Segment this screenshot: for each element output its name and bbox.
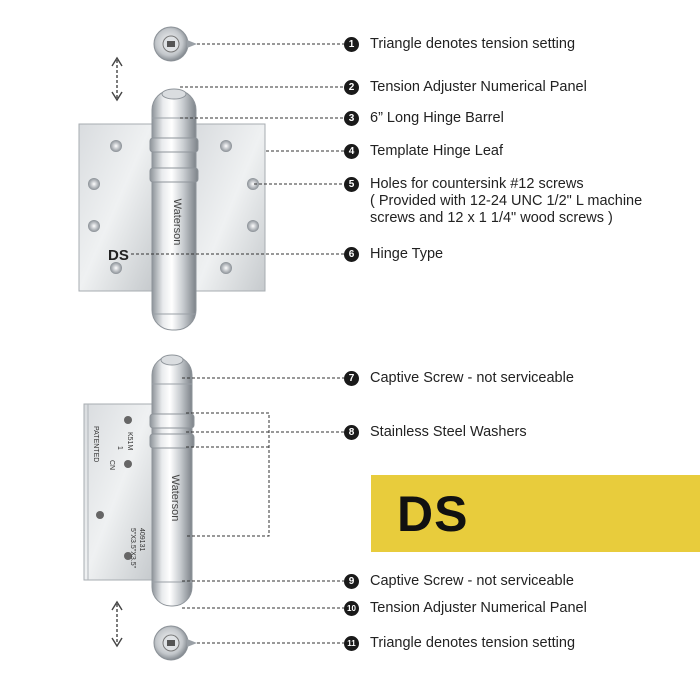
leaf-marking-2: 1 [116, 446, 123, 450]
callout-label: Hinge Type [370, 245, 444, 262]
callout-number: 10 [344, 600, 359, 616]
hinge-leaf-bottom: K51M 1 CN PATENTED 409131 5"X3.5"X3.5" [83, 403, 153, 581]
leaf-marking-5: 409131 [138, 528, 145, 551]
callout-7: 7 Captive Screw - not serviceable [344, 368, 574, 388]
callout-4: 4 Template Hinge Leaf [344, 141, 503, 161]
tension-knob-top-icon [153, 26, 197, 62]
callout-2: 2 Tension Adjuster Numerical Panel [344, 77, 587, 97]
leaf-marking-4: PATENTED [92, 426, 99, 462]
callout-label: Tension Adjuster Numerical Panel [370, 599, 587, 616]
callout-label: Captive Screw - not serviceable [370, 572, 574, 589]
callout-5-detail-line-1: ( Provided with 12-24 UNC 1/2" L machine [370, 193, 643, 209]
rotate-arrow-top-icon [111, 56, 123, 102]
callout-number: 1 [344, 36, 359, 52]
callout-label: Triangle denotes tension setting [370, 35, 576, 52]
callout-label: Template Hinge Leaf [370, 142, 503, 159]
callout-10: 10 Tension Adjuster Numerical Panel [344, 598, 587, 618]
hinge-barrel-bottom: Waterson [149, 354, 195, 607]
tension-knob-bottom-icon [153, 625, 197, 661]
callout-number: 5 [344, 176, 359, 192]
hinge-type-banner: DS [371, 475, 700, 552]
hinge-type-marker: DS [108, 247, 129, 264]
callout-label: Triangle denotes tension setting [370, 634, 576, 651]
callout-number: 7 [344, 370, 359, 386]
callout-number: 2 [344, 79, 359, 95]
callout-number: 9 [344, 573, 359, 589]
hinge-barrel-top: Waterson [149, 88, 199, 331]
callout-5-detail-line-2: screws and 12 x 1 1/4" wood screws ) [370, 210, 613, 226]
callout-label: 6” Long Hinge Barrel [370, 109, 504, 126]
leaf-marking-3: CN [108, 460, 115, 470]
banner-text: DS [397, 485, 469, 542]
brand-logo-bottom: Waterson [169, 475, 181, 522]
callout-number: 4 [344, 143, 359, 159]
callout-number: 8 [344, 424, 359, 440]
callout-label: Stainless Steel Washers [370, 423, 527, 440]
callout-number: 6 [344, 246, 359, 262]
callout-6: 6 Hinge Type [344, 244, 443, 264]
callout-label: Captive Screw - not serviceable [370, 369, 574, 386]
brand-logo-top: Waterson [171, 199, 183, 246]
callout-number: 11 [344, 635, 359, 651]
callout-8: 8 Stainless Steel Washers [344, 422, 527, 442]
callout-leader-lines [131, 43, 344, 644]
callout-3: 3 6” Long Hinge Barrel [344, 108, 504, 128]
callout-5: 5 Holes for countersink #12 screws [344, 174, 584, 194]
callout-number: 3 [344, 110, 359, 126]
leaf-marking-6: 5"X3.5"X3.5" [129, 528, 136, 569]
callout-11: 11 Triangle denotes tension setting [344, 633, 575, 653]
leaf-marking-1: K51M [126, 432, 133, 450]
callout-1: 1 Triangle denotes tension setting [344, 34, 575, 54]
rotate-arrow-bottom-icon [111, 600, 123, 648]
callout-9: 9 Captive Screw - not serviceable [344, 571, 574, 591]
callout-label: Tension Adjuster Numerical Panel [370, 78, 587, 95]
callout-label: Holes for countersink #12 screws [370, 175, 584, 192]
